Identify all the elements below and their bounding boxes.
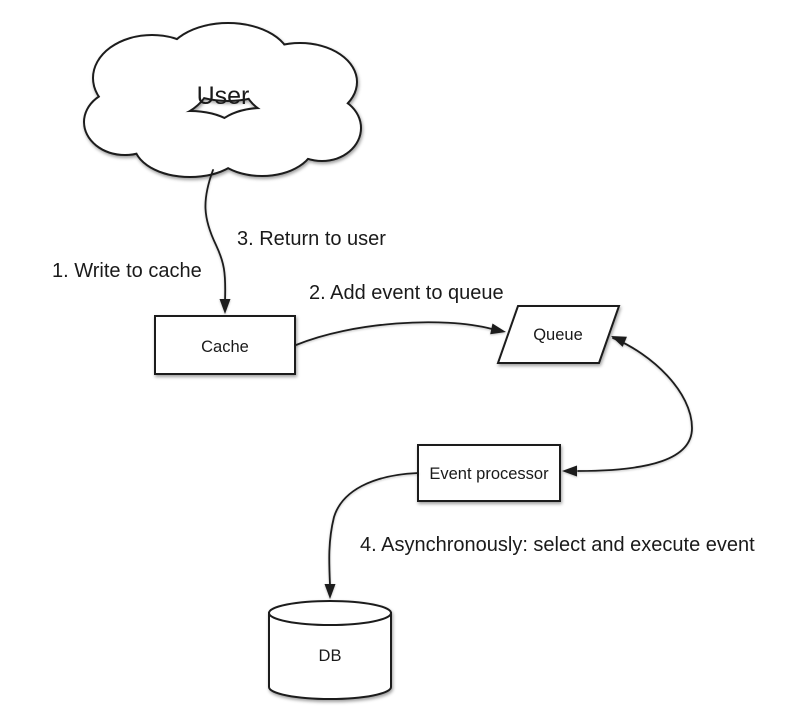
arrowhead-into-db: [324, 584, 336, 599]
user-cloud-shape: [83, 22, 362, 178]
event-processor-node-shape: [417, 444, 561, 502]
arrow-user-to-cache: [204, 169, 231, 314]
arrow-event-processor-to-db: [324, 472, 419, 599]
cache-label: Cache: [201, 338, 249, 356]
event-processor-label: Event processor: [429, 465, 549, 483]
db-label: DB: [319, 647, 342, 665]
step1-annotation: 1. Write to cache: [52, 260, 202, 282]
arrow-queue-event-processor: [562, 336, 693, 477]
arrowhead-into-queue-left: [490, 323, 506, 335]
arrowhead-into-event-processor: [562, 465, 577, 477]
step3-annotation: 3. Return to user: [237, 228, 386, 250]
cloud-body: [85, 24, 360, 176]
arrowhead-into-queue-right: [611, 336, 627, 347]
db-cylinder-shape: [268, 600, 392, 700]
arrow-cache-to-queue: [295, 321, 506, 346]
step4-annotation: 4. Asynchronously: select and execute ev…: [360, 534, 755, 556]
queue-node-shape: [496, 305, 621, 364]
cache-node-shape: [154, 315, 296, 375]
user-label: User: [197, 82, 250, 110]
queue-label: Queue: [533, 326, 583, 344]
step2-annotation: 2. Add event to queue: [309, 282, 504, 304]
arrowhead-into-cache: [219, 299, 231, 314]
